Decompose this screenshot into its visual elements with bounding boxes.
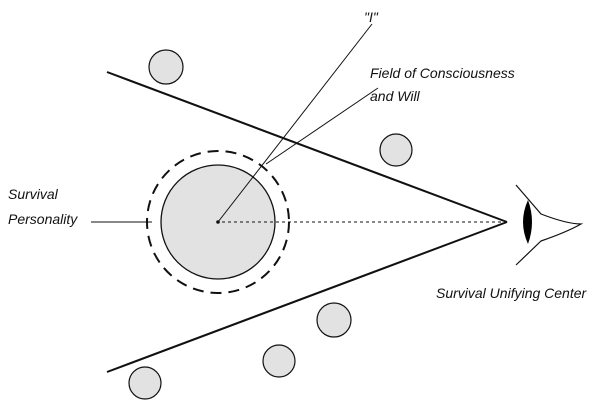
outer-element — [316, 302, 352, 338]
eye-icon — [515, 184, 584, 266]
outer-element — [148, 49, 184, 85]
survival-label-line2: Personality — [8, 211, 78, 227]
cone-upper-edge — [106, 71, 508, 223]
field-label-line2: and Will — [370, 88, 421, 104]
survival-label-line1: Survival — [8, 186, 59, 202]
field-leader-line — [265, 87, 379, 165]
i-leader-line — [217, 23, 373, 223]
outer-element — [379, 133, 413, 167]
i-label: "I" — [364, 9, 379, 25]
unifying-center-label: Survival Unifying Center — [436, 285, 588, 301]
outer-element — [262, 344, 296, 378]
field-label-line1: Field of Consciousness — [370, 65, 515, 81]
outer-element — [128, 366, 162, 400]
cone-lower-edge — [106, 221, 508, 373]
